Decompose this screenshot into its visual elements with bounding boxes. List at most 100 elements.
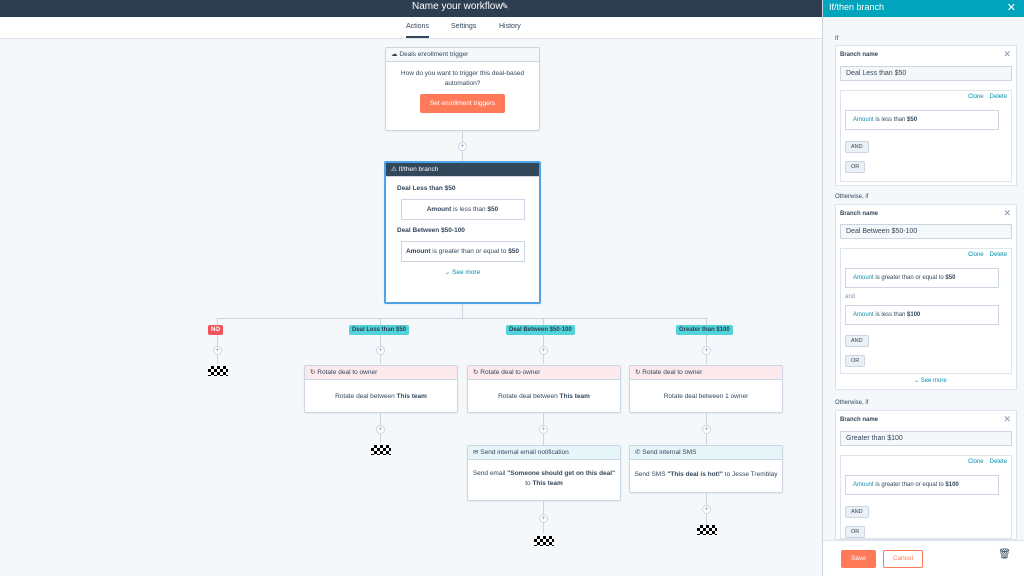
condition-item[interactable]: Amount is less than $100 (845, 305, 999, 325)
rotate-title: Rotate deal to owner (480, 369, 541, 376)
condition-operator: is less than (451, 206, 488, 213)
connector (380, 318, 381, 364)
trigger-question-2: automation? (444, 79, 481, 87)
otherwise-label: Otherwise, if (835, 400, 869, 406)
email-subject: "Someone should get on this deal" (507, 470, 616, 477)
or-button[interactable]: OR (845, 526, 866, 538)
email-text: to (525, 479, 533, 487)
close-icon[interactable]: ✕ (1003, 414, 1011, 424)
condition-operator: is greater than or equal to (873, 482, 946, 488)
email-text: Send email (472, 470, 508, 477)
send-email-card[interactable]: ✉ Send internal email notification Send … (467, 445, 621, 501)
panel-header: If/then branch ✕ (823, 0, 1024, 17)
close-icon[interactable]: ✕ (1006, 2, 1016, 14)
or-button[interactable]: OR (845, 355, 866, 367)
or-button[interactable]: OR (845, 161, 866, 173)
add-action-button[interactable]: + (539, 425, 548, 434)
and-separator: and (845, 294, 856, 300)
trash-icon[interactable]: 🗑 (998, 549, 1011, 560)
tab-settings[interactable]: Settings (451, 23, 477, 30)
branch-name-label: Branch name (840, 52, 879, 58)
set-enrollment-triggers-button[interactable]: Set enrollment triggers (419, 93, 506, 114)
add-action-button[interactable]: + (702, 346, 711, 355)
trigger-question: How do you want to trigger this deal-bas… (400, 70, 525, 77)
delete-link[interactable]: Delete (989, 459, 1007, 465)
trigger-card[interactable]: ☁ Deals enrollment trigger How do you wa… (385, 47, 540, 131)
email-card-header: ✉ Send internal email notification (468, 446, 620, 460)
branch-label[interactable]: Deal Between $50-100 (506, 325, 575, 335)
condition-item[interactable]: Amount is greater than or equal to $50 (845, 268, 999, 288)
add-action-button[interactable]: + (702, 505, 711, 514)
tab-actions[interactable]: Actions (406, 23, 429, 38)
branch-label[interactable]: Greater than $100 (676, 325, 733, 335)
rotate-deal-card[interactable]: ↻ Rotate deal to owner Rotate deal betwe… (629, 365, 783, 413)
connector (543, 318, 544, 364)
end-flag-icon (371, 445, 391, 455)
and-button[interactable]: AND (845, 506, 869, 518)
end-flag-icon (534, 536, 554, 546)
see-more-link[interactable]: ⌄ See more (914, 378, 947, 384)
delete-link[interactable]: Delete (989, 252, 1007, 258)
rule-group: Clone Delete Amount is greater than or eq… (840, 248, 1012, 374)
rotate-text: Rotate deal between 1 owner (663, 393, 749, 400)
save-button[interactable]: Save (841, 550, 876, 568)
branch-name-input[interactable]: Greater than $100 (840, 431, 1012, 446)
close-icon[interactable]: ✕ (1003, 208, 1011, 218)
clone-link[interactable]: Clone (967, 252, 984, 258)
rotate-text: Rotate deal between (498, 393, 560, 400)
see-more-link[interactable]: ⌄ See more (444, 269, 481, 276)
add-action-button[interactable]: + (376, 425, 385, 434)
add-action-button[interactable]: + (376, 346, 385, 355)
cancel-button[interactable]: Cancel (883, 550, 923, 568)
rotate-card-header: ↻ Rotate deal to owner (305, 366, 457, 380)
tab-history[interactable]: History (499, 23, 521, 30)
add-action-button[interactable]: + (213, 346, 222, 355)
and-button[interactable]: AND (845, 335, 869, 347)
trigger-title: Deals enrollment trigger (399, 51, 469, 58)
condition-value: $100 (907, 312, 921, 318)
add-action-button[interactable]: + (458, 142, 467, 151)
sms-recipient: to Jesse Tremblay (722, 471, 778, 478)
condition-item[interactable]: Amount is less than $50 (845, 110, 999, 130)
and-button[interactable]: AND (845, 141, 869, 153)
tab-bar: Actions Settings History (0, 17, 822, 39)
if-label: If (835, 36, 839, 42)
condition-value: $50 (487, 206, 499, 213)
rotate-target: This team (396, 393, 427, 400)
delete-link[interactable]: Delete (989, 94, 1007, 100)
add-action-button[interactable]: + (539, 346, 548, 355)
panel-title: If/then branch (829, 2, 885, 12)
add-action-button[interactable]: + (539, 514, 548, 523)
add-action-button[interactable]: + (702, 425, 711, 434)
condition-operator: is less than (873, 117, 908, 123)
clone-link[interactable]: Clone (967, 459, 984, 465)
clone-link[interactable]: Clone (967, 94, 984, 100)
condition-item[interactable]: Amount is greater than or equal to $100 (845, 475, 999, 495)
pencil-icon[interactable]: ✎ (501, 1, 509, 11)
condition-property: Amount (853, 117, 874, 123)
rule-group-actions: Clone Delete (962, 459, 1007, 465)
close-icon[interactable]: ✕ (1003, 49, 1011, 59)
workflow-title[interactable]: Name your workflow (412, 1, 503, 12)
send-sms-card[interactable]: ✆ Send internal SMS Send SMS "This deal … (629, 445, 783, 493)
trigger-icon: ☁ (391, 51, 400, 58)
ifthen-card-header: ⚠ If/then branch (386, 163, 539, 177)
rotate-deal-card[interactable]: ↻ Rotate deal to owner Rotate deal betwe… (467, 365, 621, 413)
branch-connector (217, 318, 707, 319)
ifthen-branch-card[interactable]: ⚠ If/then branch Deal Less than $50 Amou… (384, 161, 541, 304)
branch-name-input[interactable]: Deal Less than $50 (840, 66, 1012, 81)
otherwise-label: Otherwise, if (835, 194, 869, 200)
rotate-deal-card[interactable]: ↻ Rotate deal to owner Rotate deal betwe… (304, 365, 458, 413)
email-recipient: This team (532, 479, 563, 487)
branch-label[interactable]: Deal Less than $50 (349, 325, 410, 335)
branch-name-input[interactable]: Deal Between $50-100 (840, 224, 1012, 239)
connector (462, 304, 463, 318)
panel-footer: Save Cancel 🗑 (823, 540, 1024, 576)
condition-operator: is less than (873, 312, 908, 318)
rotate-card-header: ↻ Rotate deal to owner (630, 366, 782, 380)
condition-value: $50 (945, 275, 956, 281)
branch-label-no[interactable]: NO (208, 325, 223, 335)
sms-message: "This deal is hot!" (667, 471, 723, 478)
